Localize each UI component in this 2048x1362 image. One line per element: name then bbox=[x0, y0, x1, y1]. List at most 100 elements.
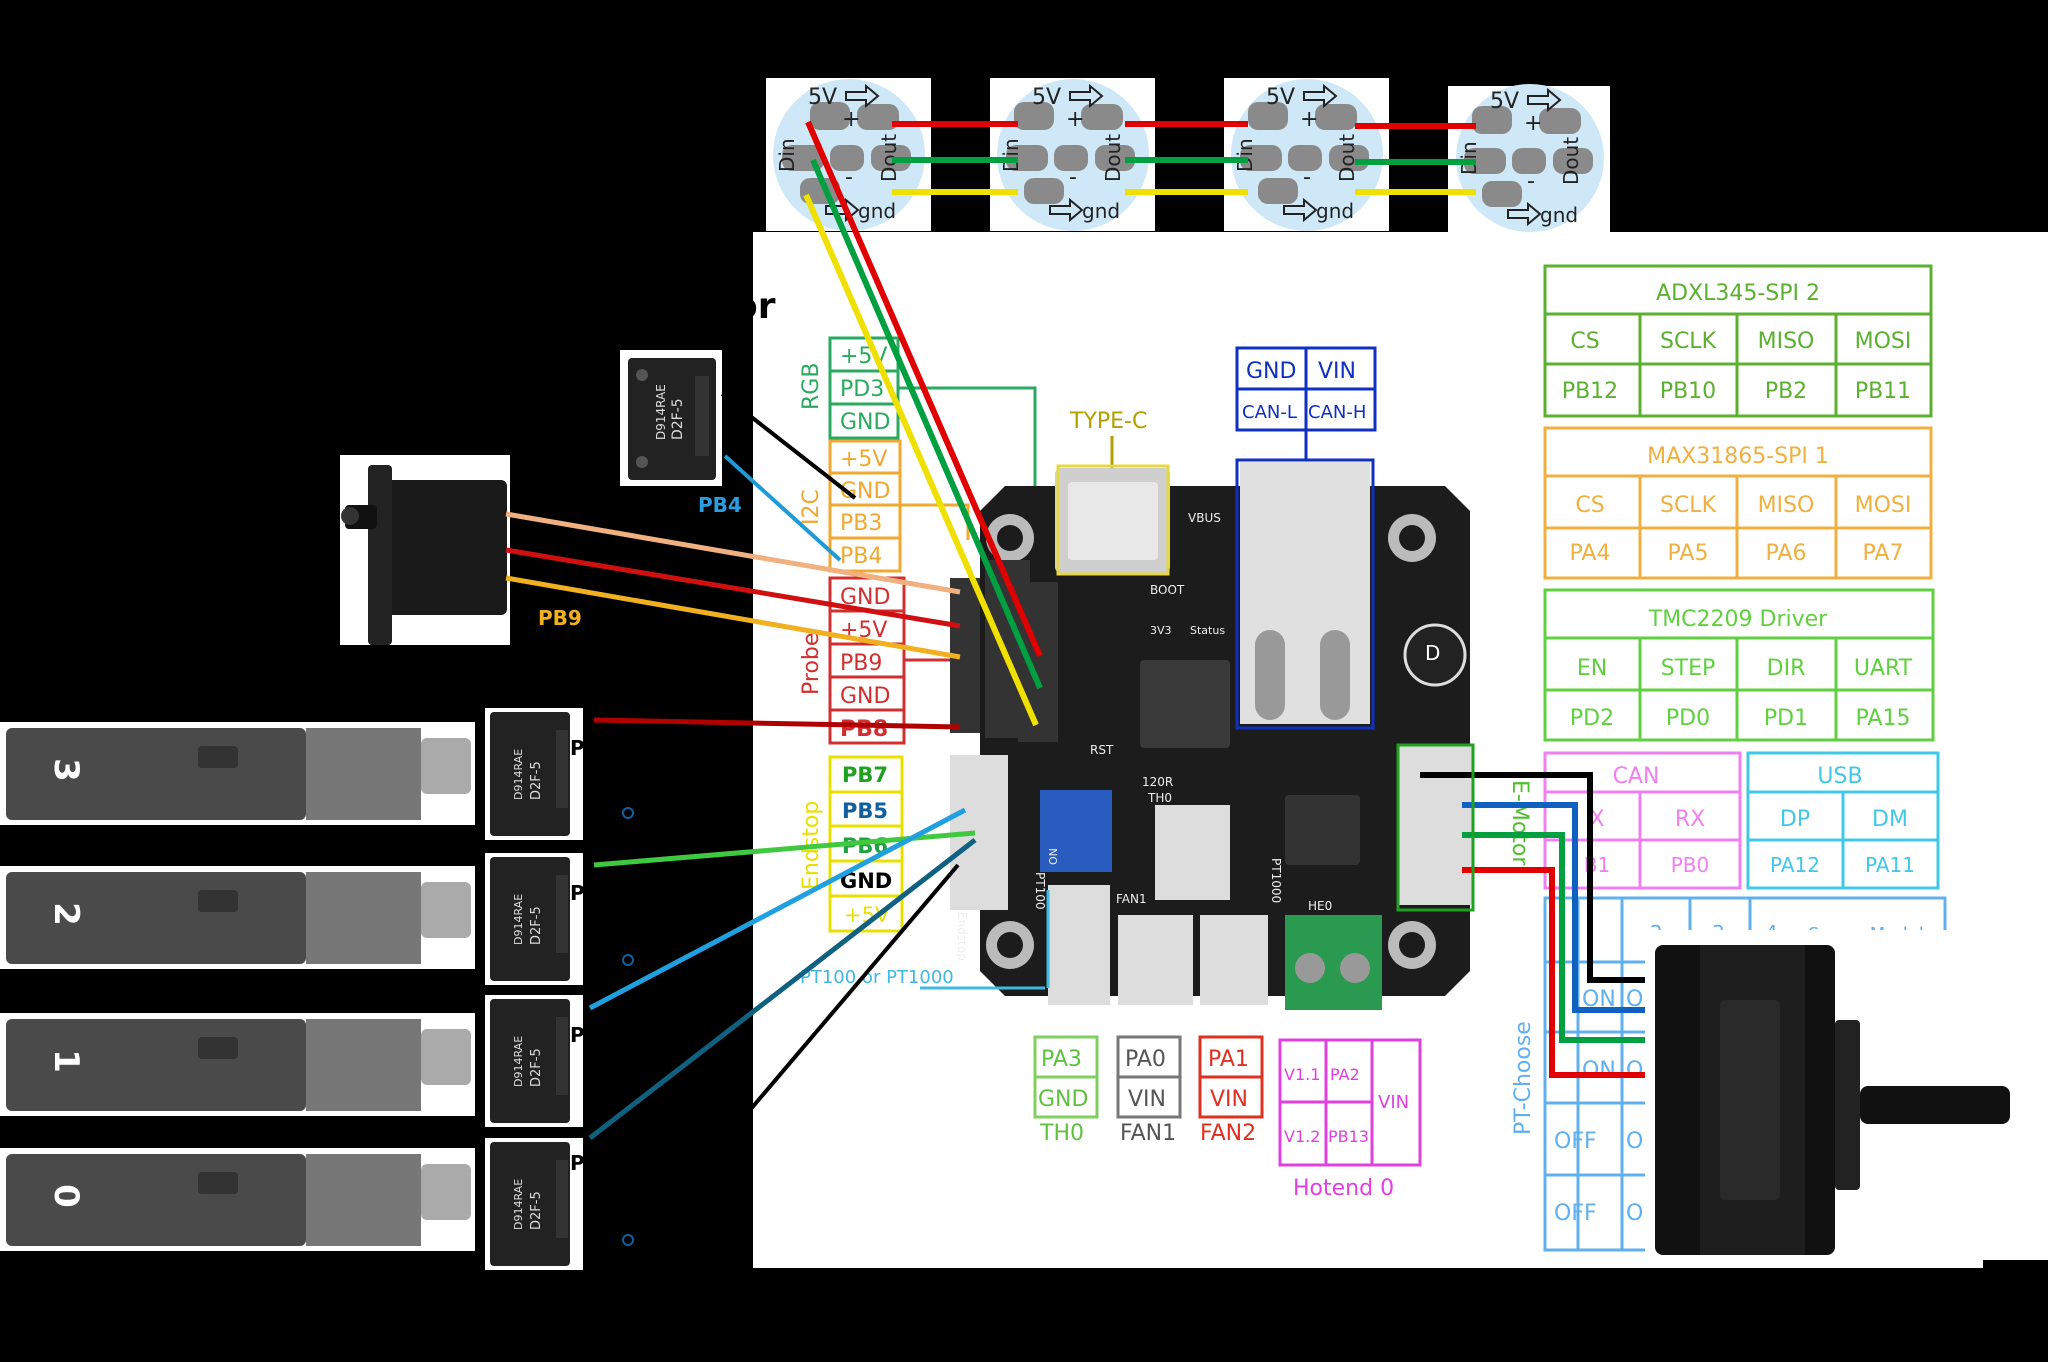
switch-pin-fragment: P bbox=[570, 881, 585, 905]
led-ring-1: 5V + - gnd Din Dout bbox=[766, 78, 931, 231]
i2c-connector-labels: +5V GND PB3 PB4 I2C bbox=[799, 439, 970, 573]
tmc-header: UART bbox=[1854, 656, 1913, 681]
max-value: PA4 bbox=[1570, 541, 1611, 566]
led-gnd-label: gnd bbox=[1316, 199, 1354, 223]
led-minus-label: - bbox=[1303, 165, 1311, 190]
led-dout-label: Dout bbox=[1335, 134, 1359, 182]
switch-model-top: D914RAE bbox=[512, 1179, 525, 1230]
arrow-right-icon bbox=[1527, 87, 1562, 113]
adxl-value: PB11 bbox=[1855, 379, 1911, 404]
max-header: MISO bbox=[1758, 493, 1815, 518]
i2c-pin-label: PB4 bbox=[840, 544, 882, 569]
th0-label: TH0 bbox=[1039, 1121, 1084, 1146]
led-5v-label: 5V bbox=[808, 85, 837, 110]
switch-model: D2F-5 bbox=[529, 1048, 544, 1087]
rgb-label: RGB bbox=[799, 363, 824, 410]
arrow-right-icon bbox=[1507, 201, 1542, 227]
led-to-board-wires bbox=[803, 120, 1043, 727]
emotor-label: E-Motor bbox=[1507, 780, 1532, 866]
led-din-label: Din bbox=[1233, 138, 1257, 172]
can-table-header: RX bbox=[1675, 807, 1705, 832]
servo-motor bbox=[340, 455, 510, 645]
can-vin-label: VIN bbox=[1318, 359, 1356, 384]
limit-switch-pb4: D914RAE D2F-5 bbox=[620, 350, 722, 486]
adxl-header: CS bbox=[1570, 329, 1599, 354]
switch-model-top: D914RAE bbox=[512, 894, 525, 945]
endstop-slot-1: 1 bbox=[0, 1013, 475, 1116]
usb-table-title: USB bbox=[1817, 764, 1862, 789]
usb-table-header: DM bbox=[1872, 807, 1908, 832]
motor-wires bbox=[1420, 772, 1645, 1078]
board-pt1000-label: PT1000 bbox=[1269, 858, 1283, 903]
board-3v3-label: 3V3 bbox=[1150, 624, 1172, 637]
fan1-pin-box: PA0 VIN FAN1 bbox=[1116, 1035, 1182, 1146]
switch-pin-fragment: P bbox=[570, 1023, 585, 1047]
adxl-title: ADXL345-SPI 2 bbox=[1656, 281, 1820, 306]
endstop-switch-0: D914RAE D2F-5 P bbox=[485, 1138, 585, 1270]
pt100-label: PT100 or PT1000 bbox=[800, 967, 954, 988]
adxl-header: MOSI bbox=[1855, 329, 1912, 354]
slot-number: 2 bbox=[46, 902, 86, 926]
stepper-motor bbox=[1645, 930, 2048, 1260]
tmc-title: TMC2209 Driver bbox=[1648, 607, 1828, 632]
switch-model: D2F-5 bbox=[670, 398, 686, 440]
board-status-label: Status bbox=[1190, 624, 1225, 637]
rgb-pin-label: PD3 bbox=[840, 377, 884, 402]
led-din-label: Din bbox=[1457, 141, 1481, 175]
i2c-pin-label: +5V bbox=[840, 447, 887, 472]
led-gnd-label: gnd bbox=[858, 199, 896, 223]
tmc-value: PD0 bbox=[1666, 706, 1710, 731]
board-endstop-label: Endstop bbox=[955, 912, 969, 961]
hotend-cell-label: PA2 bbox=[1330, 1065, 1360, 1084]
can-l-label: CAN-L bbox=[1242, 402, 1297, 423]
arrow-right-icon bbox=[1283, 197, 1318, 223]
pt-choose-cell: ON bbox=[1582, 1058, 1616, 1083]
pt-choose-cell: OFF bbox=[1554, 1201, 1597, 1226]
servo-pin-label: PB9 bbox=[538, 606, 582, 630]
led-ring-4: 5V + - gnd Din Dout bbox=[1448, 84, 1610, 232]
led-minus-label: - bbox=[1527, 169, 1535, 194]
switch-model: D2F-5 bbox=[529, 1191, 544, 1230]
slot-number: 0 bbox=[46, 1184, 86, 1208]
switch-model-top: D914RAE bbox=[654, 384, 668, 440]
switch-model: D2F-5 bbox=[529, 761, 544, 800]
switch-pin-fragment: P bbox=[570, 736, 585, 760]
board-he0-label: HE0 bbox=[1308, 899, 1332, 913]
th0-pin-label: PA3 bbox=[1041, 1047, 1082, 1072]
can-table-value: PB0 bbox=[1671, 853, 1710, 877]
usb-table-value: PA11 bbox=[1865, 853, 1915, 877]
max-header: SCLK bbox=[1660, 493, 1717, 518]
can-table: CAN X RX B1 PB0 bbox=[1543, 751, 1742, 890]
hotend-cell-label: V1.2 bbox=[1284, 1127, 1320, 1146]
led-ring-2: 5V + - gnd Din Dout bbox=[990, 78, 1155, 231]
board-th0-label: TH0 bbox=[1147, 791, 1172, 805]
led-chain-wires bbox=[892, 121, 1476, 195]
capacitor-label: D bbox=[1425, 641, 1440, 665]
board-vbus-label: VBUS bbox=[1188, 511, 1221, 525]
board-120r-label: 120R bbox=[1142, 775, 1173, 789]
title-fragment: or bbox=[733, 286, 776, 327]
tmc-header: STEP bbox=[1661, 656, 1716, 681]
led-gnd-label: gnd bbox=[1082, 199, 1120, 223]
board-pt100-label: PT100 bbox=[1033, 872, 1047, 909]
probe-pin-label: PB9 bbox=[840, 651, 882, 676]
adxl-value: PB2 bbox=[1765, 379, 1807, 404]
led-ring-3: 5V + - gnd Din Dout bbox=[1224, 78, 1389, 231]
fan2-pin-box: PA1 VIN FAN2 bbox=[1198, 1035, 1264, 1146]
switch-model-top: D914RAE bbox=[512, 749, 525, 800]
can-h-label: CAN-H bbox=[1308, 402, 1366, 423]
board-fan1-label: FAN1 bbox=[1116, 892, 1147, 906]
i2c-pin-label: PB3 bbox=[840, 511, 882, 536]
usb-table-header: DP bbox=[1780, 807, 1810, 832]
slot-number: 3 bbox=[46, 758, 86, 782]
probe-pin-label: GND bbox=[840, 684, 890, 709]
tmc-value: PD1 bbox=[1764, 706, 1808, 731]
fan2-pin-label: PA1 bbox=[1208, 1047, 1249, 1072]
tmc-header: DIR bbox=[1767, 656, 1806, 681]
slot-number: 1 bbox=[46, 1049, 86, 1073]
led-dout-label: Dout bbox=[1101, 134, 1125, 182]
max-header: MOSI bbox=[1855, 493, 1912, 518]
th0-pin-label: GND bbox=[1038, 1087, 1088, 1112]
led-minus-label: - bbox=[845, 165, 853, 190]
led-plus-label: + bbox=[1524, 111, 1542, 136]
